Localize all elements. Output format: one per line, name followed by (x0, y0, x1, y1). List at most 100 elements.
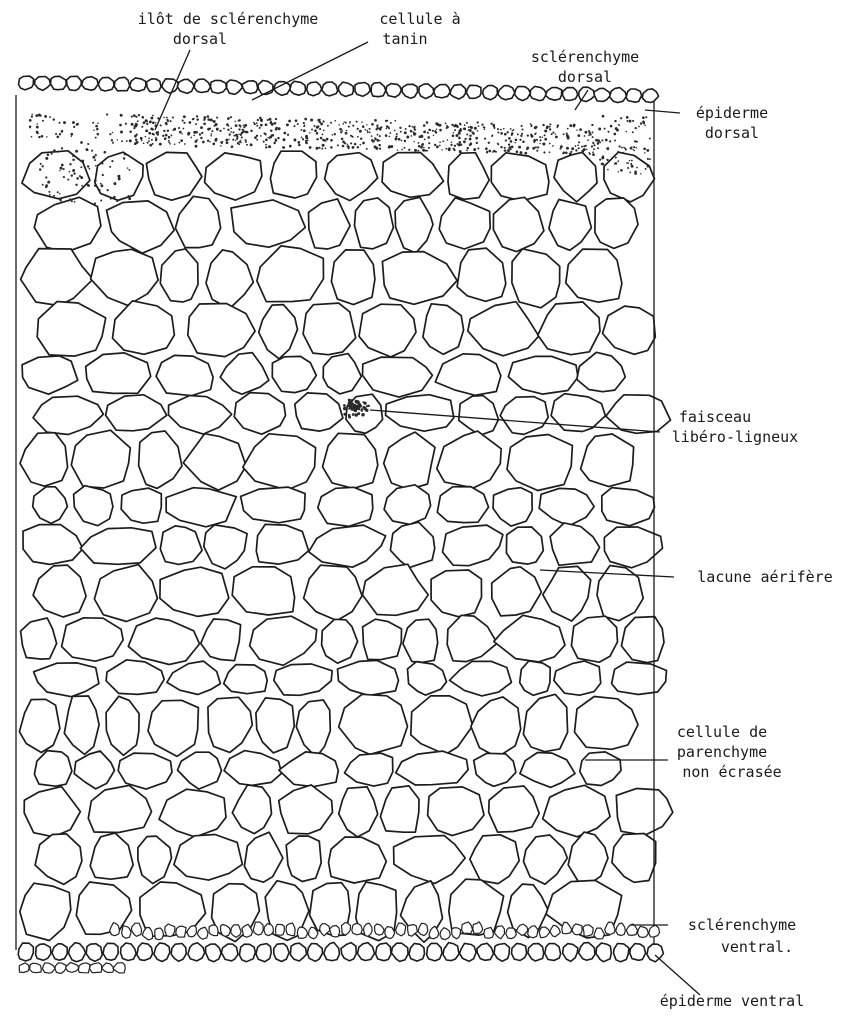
sclerenchyme-speck (102, 174, 104, 176)
sclerenchyme-speck (555, 133, 557, 135)
sclerenchyme-speck (549, 151, 551, 153)
sclerenchyme-speck (478, 125, 480, 127)
sclerenchyme-speck (618, 124, 620, 126)
parenchyma-cell (507, 435, 572, 491)
sclerenchyme-speck (149, 121, 152, 124)
sclerenchyme-speck (569, 124, 572, 127)
sclerenchyme-speck (532, 147, 535, 150)
sclerenchyme-speck (632, 120, 634, 122)
sclerenchyme-speck (626, 131, 627, 132)
sclerenchyme-speck (239, 141, 241, 143)
label-scler-dorsal-line1: sclérenchyme (531, 48, 639, 66)
sclerenchyme-speck (357, 136, 359, 138)
sclerenchyme-speck (199, 133, 201, 135)
dorsal-epidermis-cell (130, 78, 146, 91)
dorsal-epidermis-cell (290, 81, 306, 95)
sclerenchyme-speck (337, 144, 339, 146)
sclerenchyme-speck (173, 128, 176, 131)
sclerenchyme-speck (298, 144, 300, 146)
sclerenchyme-speck (643, 147, 646, 150)
parenchyma-cell (331, 250, 375, 305)
parenchyma-cell (612, 662, 667, 694)
sclerenchyme-speck (413, 127, 415, 129)
sclerenchyme-speck (477, 130, 479, 132)
sclerenchyme-speck (301, 136, 303, 138)
sclerenchyme-speck (647, 165, 650, 168)
sclerenchyme-speck (318, 147, 320, 149)
sclerenchyme-speck (316, 139, 318, 141)
sclerenchyme-speck (75, 184, 77, 186)
sclerenchyme-speck (604, 128, 606, 130)
sclerenchyme-speck (567, 137, 570, 140)
sclerenchyme-speck (96, 128, 99, 131)
sclerenchyme-speck (459, 141, 462, 144)
sclerenchyme-speck (526, 148, 528, 150)
sclerenchyme-speck (508, 137, 511, 140)
sclerenchyme-speck (238, 143, 240, 145)
sclerenchyme-speck (113, 196, 116, 199)
sclerenchyme-speck (265, 123, 268, 126)
ventral-sclerenchyme-cell (264, 924, 274, 936)
sclerenchyme-speck (399, 127, 401, 129)
sclerenchyme-speck (446, 127, 448, 129)
sclerenchyme-speck (436, 128, 438, 130)
sclerenchyme-speck (599, 159, 601, 161)
sclerenchyme-speck (35, 114, 38, 117)
sclerenchyme-speck (586, 149, 588, 151)
sclerenchyme-speck (193, 134, 195, 136)
sclerenchyme-speck (334, 133, 336, 135)
sclerenchyme-speck (552, 145, 554, 147)
sclerenchyme-speck (305, 135, 308, 138)
sclerenchyme-speck (592, 136, 594, 138)
bundle-speck (354, 406, 357, 409)
sclerenchyme-speck (303, 122, 305, 124)
sclerenchyme-speck (107, 189, 109, 191)
sclerenchyme-speck (200, 137, 202, 139)
sclerenchyme-speck (434, 144, 436, 146)
sclerenchyme-speck (59, 133, 61, 135)
sclerenchyme-speck (428, 129, 431, 132)
sclerenchyme-speck (70, 133, 73, 136)
sclerenchyme-speck (63, 176, 65, 178)
sclerenchyme-speck (536, 139, 538, 141)
sclerenchyme-speck (389, 132, 391, 134)
sclerenchyme-speck (151, 139, 153, 141)
sclerenchyme-speck (133, 114, 136, 117)
sclerenchyme-speck (75, 150, 78, 153)
sclerenchyme-speck (74, 201, 76, 203)
sclerenchyme-speck (640, 173, 642, 175)
sclerenchyme-speck (542, 124, 544, 126)
sclerenchyme-speck (520, 151, 523, 154)
parenchyma-cell (303, 303, 356, 355)
sclerenchyme-speck (174, 143, 176, 145)
sclerenchyme-speck (601, 139, 603, 141)
sclerenchyme-speck (56, 135, 59, 138)
sclerenchyme-speck (91, 150, 93, 152)
sclerenchyme-speck (152, 115, 154, 117)
ventral-epidermis-fragment (30, 963, 42, 973)
sclerenchyme-speck (573, 125, 575, 127)
sclerenchyme-speck (118, 177, 121, 180)
ventral-epidermis-cell (409, 943, 425, 961)
sclerenchyme-speck (371, 135, 373, 137)
sclerenchyme-speck (59, 170, 60, 171)
sclerenchyme-speck (620, 117, 622, 119)
sclerenchyme-speck (352, 146, 355, 149)
sclerenchyme-speck (136, 124, 138, 126)
sclerenchyme-speck (311, 129, 313, 131)
sclerenchyme-speck (421, 143, 424, 146)
sclerenchyme-speck (263, 141, 265, 143)
sclerenchyme-speck (141, 140, 143, 142)
sclerenchyme-speck (51, 153, 53, 155)
sclerenchyme-speck (458, 132, 461, 135)
sclerenchyme-speck (343, 123, 345, 125)
sclerenchyme-speck (610, 125, 613, 128)
sclerenchyme-speck (99, 189, 101, 191)
bundle-speck (362, 401, 364, 403)
ventral-epidermis-cell (630, 944, 646, 961)
sclerenchyme-speck (470, 126, 472, 128)
bundle-speck (357, 407, 360, 410)
sclerenchyme-speck (148, 132, 151, 135)
dorsal-epidermis-cell (258, 81, 273, 95)
sclerenchyme-speck (404, 131, 407, 134)
